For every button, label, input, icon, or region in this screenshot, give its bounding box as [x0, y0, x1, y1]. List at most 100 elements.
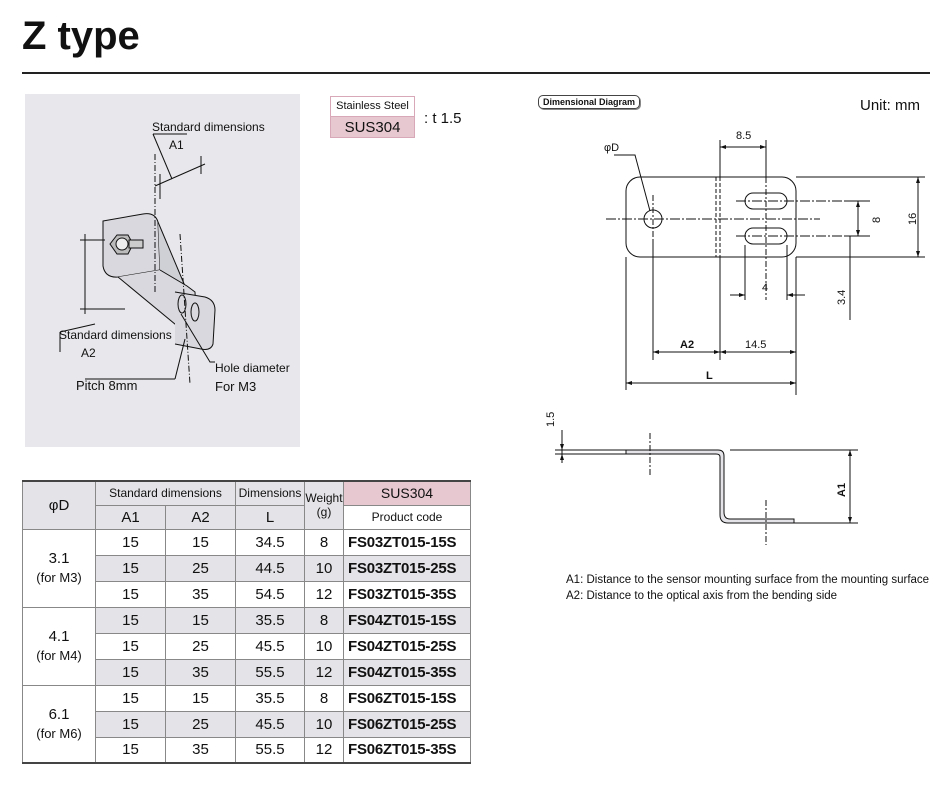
dim-label-14-5: 14.5: [745, 339, 766, 351]
cell-l: 45.5: [235, 710, 305, 738]
dim-label-4: 4: [762, 282, 768, 294]
material-grade: SUS304: [330, 116, 415, 138]
cell-a1: 15: [95, 710, 166, 738]
cell-weight: 12: [304, 658, 344, 686]
header-weight-unit: (g): [316, 505, 332, 520]
cell-l: 35.5: [235, 606, 305, 634]
side-view-profile: [625, 449, 795, 524]
cell-weight: 12: [304, 736, 344, 764]
cell-weight: 10: [304, 632, 344, 660]
header-a2: A2: [165, 504, 236, 530]
dim-label-a2: A2: [680, 339, 694, 351]
group-diameter: 3.1: [48, 550, 70, 567]
cell-weight: 8: [304, 684, 344, 712]
cell-l: 54.5: [235, 580, 305, 608]
cell-a1: 15: [95, 658, 166, 686]
illus-label-standard-dimensions-top: Standard dimensions: [152, 120, 265, 134]
title-divider: [22, 72, 930, 74]
illus-label-a2: A2: [81, 346, 96, 360]
product-illustration: Standard dimensions A1 Standard dimensio…: [25, 94, 300, 447]
cell-product-code: FS06ZT015-15S: [343, 684, 471, 712]
group-note: (for M4): [36, 648, 82, 663]
table-row: 15 35 55.5 12 FS04ZT015-35S: [23, 658, 471, 686]
cell-a2: 35: [165, 736, 236, 764]
cell-a1: 15: [95, 736, 166, 764]
illus-label-standard-dimensions-bottom: Standard dimensions: [59, 328, 172, 342]
cell-l: 45.5: [235, 632, 305, 660]
specification-table: φD Standard dimensions Dimensions Weight…: [22, 480, 471, 764]
dim-label-l: L: [706, 370, 713, 382]
cell-product-code: FS04ZT015-25S: [343, 632, 471, 660]
cell-a2: 35: [165, 658, 236, 686]
cell-product-code: FS04ZT015-35S: [343, 658, 471, 686]
cell-a1: 15: [95, 554, 166, 582]
table-row: 6.1 (for M6) 15 15 35.5 8 FS06ZT015-15S: [22, 684, 471, 764]
cell-weight: 8: [304, 606, 344, 634]
dim-label-1-5: 1.5: [545, 412, 557, 427]
cell-product-code: FS06ZT015-35S: [343, 736, 471, 764]
material-tag: Stainless Steel SUS304: [330, 96, 415, 140]
cell-a1: 15: [95, 632, 166, 660]
dim-label-8: 8: [871, 217, 883, 223]
unit-label: Unit: mm: [860, 97, 920, 114]
group-cell: 6.1 (for M6): [22, 684, 96, 764]
note-a2: A2: Distance to the optical axis from th…: [566, 590, 838, 602]
cell-weight: 10: [304, 554, 344, 582]
header-phi-d: φD: [22, 480, 96, 530]
cell-product-code: FS03ZT015-25S: [343, 554, 471, 582]
header-material: SUS304: [343, 480, 471, 506]
header-l: L: [235, 504, 305, 530]
table-row: 15 25 45.5 10 FS04ZT015-25S: [23, 632, 471, 660]
bracket-illustration-drawing: [59, 133, 216, 385]
dimensional-diagram-badge: Dimensional Diagram: [538, 95, 641, 109]
cell-a2: 25: [165, 554, 236, 582]
group-cell: 3.1 (for M3): [22, 528, 96, 608]
dim-label-8-5: 8.5: [736, 130, 751, 142]
cell-a2: 25: [165, 710, 236, 738]
cell-a1: 15: [95, 684, 166, 712]
header-dimensions: Dimensions: [235, 480, 305, 506]
table-row: 15 25 45.5 10 FS06ZT015-25S: [23, 710, 471, 738]
illus-label-hole-diameter: Hole diameter: [215, 361, 290, 375]
cell-product-code: FS04ZT015-15S: [343, 606, 471, 634]
cell-weight: 12: [304, 580, 344, 608]
cell-a2: 25: [165, 632, 236, 660]
cell-a1: 15: [95, 528, 166, 556]
illus-label-hole-size: For M3: [215, 379, 257, 394]
cell-a1: 15: [95, 580, 166, 608]
material-thickness: : t 1.5: [424, 110, 462, 127]
page-title: Z type: [22, 14, 140, 58]
cell-l: 44.5: [235, 554, 305, 582]
group-diameter: 4.1: [48, 628, 70, 645]
cell-l: 55.5: [235, 658, 305, 686]
dimension-notes: A1: Distance to the sensor mounting surf…: [566, 572, 929, 604]
header-product-code: Product code: [343, 504, 471, 530]
dim-label-phi-d: φD: [604, 142, 619, 154]
cell-product-code: FS06ZT015-25S: [343, 710, 471, 738]
illus-label-a1: A1: [169, 138, 184, 152]
header-a1: A1: [95, 504, 166, 530]
header-standard-dimensions: Standard dimensions: [95, 480, 236, 506]
cell-l: 35.5: [235, 684, 305, 712]
group-note: (for M3): [36, 570, 82, 585]
cell-product-code: FS03ZT015-35S: [343, 580, 471, 608]
cell-a2: 15: [165, 528, 236, 556]
header-weight-label: Weight: [305, 491, 343, 506]
dim-label-a1: A1: [836, 483, 848, 497]
cell-a2: 15: [165, 684, 236, 712]
cell-weight: 8: [304, 528, 344, 556]
top-view-plate: [625, 176, 797, 258]
material-name: Stainless Steel: [330, 96, 415, 116]
cell-l: 34.5: [235, 528, 305, 556]
cell-a2: 35: [165, 580, 236, 608]
table-row: 15 25 44.5 10 FS03ZT015-25S: [23, 554, 471, 582]
table-row: 15 35 55.5 12 FS06ZT015-35S: [23, 736, 471, 764]
cell-product-code: FS03ZT015-15S: [343, 528, 471, 556]
illus-label-pitch: Pitch 8mm: [76, 378, 138, 393]
cell-a1: 15: [95, 606, 166, 634]
cell-a2: 15: [165, 606, 236, 634]
dim-label-3-4: 3.4: [836, 290, 848, 305]
table-row: 4.1 (for M4) 15 15 35.5 8 FS04ZT015-15S: [22, 606, 471, 686]
cell-l: 55.5: [235, 736, 305, 764]
group-cell: 4.1 (for M4): [22, 606, 96, 686]
